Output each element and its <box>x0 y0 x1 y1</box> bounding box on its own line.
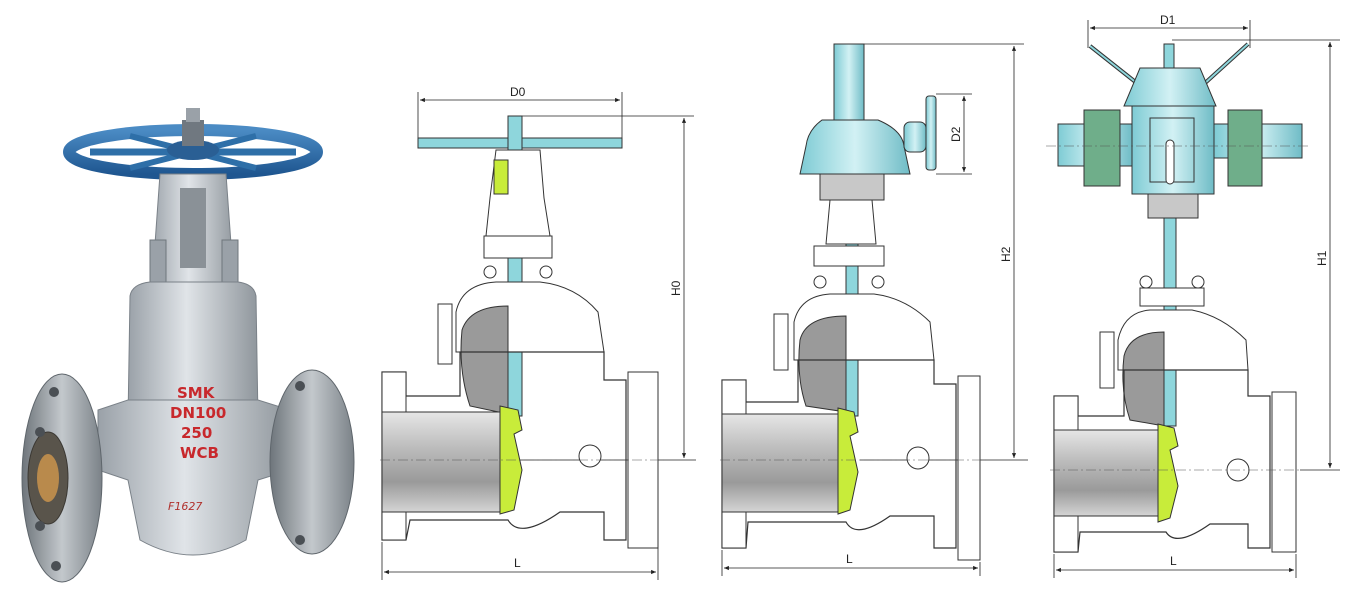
flange-bolt-hole <box>35 427 45 437</box>
actuator-cap <box>1123 67 1217 107</box>
dim-label-d2: D2 <box>949 126 963 142</box>
yoke-window <box>180 188 206 268</box>
bore <box>721 413 841 513</box>
gland-bolt <box>539 265 553 279</box>
dim-label-h1: H1 <box>1315 250 1329 266</box>
port-hole <box>578 444 602 468</box>
heat-number: F1627 <box>168 500 202 513</box>
bonnet-side-port <box>437 303 453 365</box>
gland-flange <box>813 245 885 267</box>
stem-nut <box>493 159 509 195</box>
port-hole <box>906 446 930 470</box>
actuator-mount <box>1147 193 1199 219</box>
bonnet-side-port <box>1099 331 1115 389</box>
drawing-gear-valve: D2 H2 L <box>720 43 1028 576</box>
body-outline <box>381 351 627 541</box>
right-flange <box>1271 391 1297 553</box>
left-flange-seat <box>37 454 59 502</box>
drawing-electric-valve: D1 H1 <box>1046 13 1340 578</box>
motor-left-cap <box>1083 109 1121 187</box>
bonnet <box>127 281 259 421</box>
dim-label-l: L <box>846 552 853 566</box>
dim-label-l: L <box>514 556 521 570</box>
right-flange <box>269 369 355 555</box>
body-section <box>798 315 847 413</box>
flange-bolt-hole <box>49 387 59 397</box>
drawing-handwheel-valve: D0 H0 L <box>380 85 696 580</box>
body-section <box>460 305 509 415</box>
flange-bolt-hole <box>35 521 45 531</box>
gland-flange <box>483 235 553 259</box>
actuator-handle <box>1203 43 1249 85</box>
gland-bolt <box>1139 275 1153 289</box>
wedge-seal <box>1157 423 1179 523</box>
actuator-handle <box>1089 45 1139 85</box>
valve-photo: SMK DN100 250 WCB F1627 <box>21 108 355 583</box>
gland-bolt <box>813 275 827 289</box>
cast-marking-line: 250 <box>181 424 212 442</box>
flange-bolt-hole <box>295 535 305 545</box>
cast-marking-line: DN100 <box>170 404 226 422</box>
dim-label-d1: D1 <box>1160 13 1176 27</box>
motor-right-cap <box>1227 109 1263 187</box>
cast-marking-line: WCB <box>180 444 219 462</box>
stem-top <box>186 108 200 122</box>
body-outline <box>1053 369 1271 553</box>
gear-input-shaft <box>903 121 927 153</box>
yoke <box>825 199 877 245</box>
gland-flange <box>1139 287 1205 307</box>
stem-cover <box>833 43 865 121</box>
body-outline <box>721 359 957 549</box>
dim-label-h2: H2 <box>999 246 1013 262</box>
actuator-indicator <box>1165 139 1175 185</box>
bore <box>381 411 501 513</box>
bore <box>1053 429 1161 517</box>
gland-bolt <box>483 265 497 279</box>
stem-nut <box>182 120 204 146</box>
wedge-seal <box>837 407 859 515</box>
handwheel-hub <box>167 140 219 160</box>
bonnet-side-port <box>773 313 789 371</box>
cast-marking-line: SMK <box>177 384 216 402</box>
dim-label-l: L <box>1170 554 1177 568</box>
flange-bolt-hole <box>295 381 305 391</box>
gland-bolt <box>221 239 239 287</box>
gearbox <box>799 119 911 175</box>
body-section <box>1122 331 1165 427</box>
gland-bolt <box>1191 275 1205 289</box>
flange-bolt-hole <box>51 561 61 571</box>
right-flange <box>957 375 981 561</box>
gear-handwheel <box>925 95 937 171</box>
gear-mount <box>819 173 885 201</box>
dim-label-h0: H0 <box>669 280 683 296</box>
gland-bolt <box>871 275 885 289</box>
dim-label-d0: D0 <box>510 85 526 99</box>
gland-bolt <box>149 239 167 287</box>
